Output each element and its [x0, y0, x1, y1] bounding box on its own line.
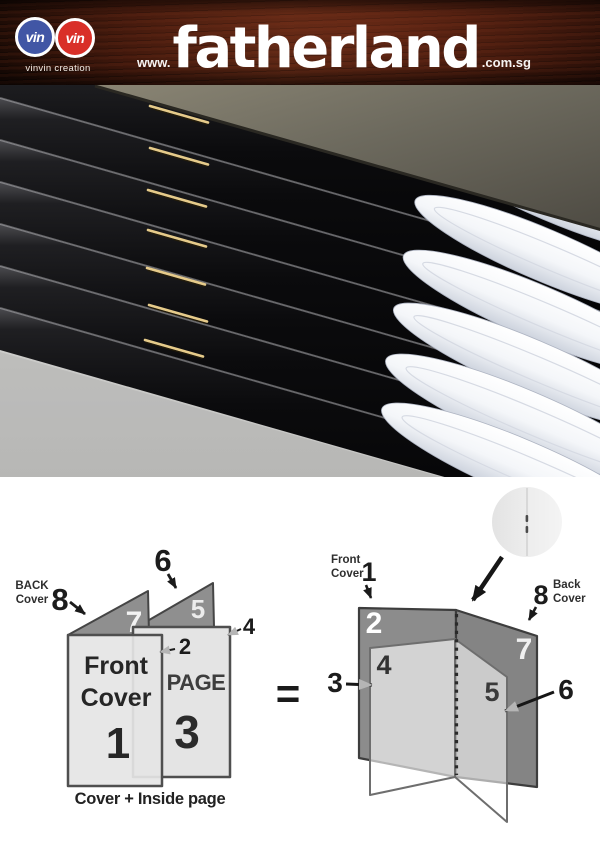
page4-callout: 4 — [243, 614, 256, 639]
page6-callout: 6 — [154, 543, 171, 578]
url-name: fatherland — [172, 16, 481, 81]
diagram-folded-view: 7 5 PAGE 3 Front Cover 1 6 BACK Cover 8 … — [15, 543, 255, 808]
folding-diagram: 7 5 PAGE 3 Front Cover 1 6 BACK Cover 8 … — [15, 487, 586, 823]
open-page2-number: 2 — [366, 607, 383, 640]
vin-circle-red: vin — [55, 18, 95, 58]
open-front-cover-label-line1: Front — [331, 554, 361, 566]
open-back-cover-label-line1: Back — [553, 579, 581, 591]
staple-icon — [148, 104, 210, 126]
vin-circle-blue: vin — [15, 17, 55, 57]
staple-icon — [146, 188, 208, 209]
page6-arrow — [166, 573, 178, 589]
vin-circle-blue-text: vin — [25, 29, 45, 45]
open-page3-callout: 3 — [327, 667, 343, 698]
front-cover-sheet — [66, 633, 164, 788]
top-cover-fold-edge — [94, 84, 600, 231]
front-cover-text-line1: Front — [84, 652, 149, 680]
page8-arrow — [69, 600, 86, 616]
page2-arrow — [159, 645, 176, 655]
open-page8-arrow — [527, 606, 538, 621]
page4-arrow — [227, 626, 242, 636]
open-page8-callout: 8 — [533, 580, 548, 610]
staple-icon — [145, 266, 207, 287]
stack-shadow — [0, 352, 440, 477]
open-inner-page-right — [454, 638, 508, 823]
page-label: PAGE — [167, 670, 226, 695]
booklet-stack-photo — [0, 56, 600, 532]
open-page1-callout: 1 — [361, 557, 376, 587]
staples — [143, 104, 210, 359]
url-suffix: .com.sg — [481, 55, 531, 70]
open-front-cover-label-line2: Cover — [331, 568, 364, 580]
page2-callout: 2 — [179, 634, 191, 659]
back-cover-label-line1: BACK — [15, 580, 49, 592]
equals-sign: = — [276, 670, 301, 717]
staple-icon — [148, 146, 210, 167]
vin-circle-red-text: vin — [65, 30, 85, 46]
page1-number: 1 — [106, 719, 130, 768]
page5-number: 5 — [191, 594, 205, 624]
booklet-spine — [0, 140, 600, 354]
staple-detail-staple-icon — [525, 515, 529, 522]
logo-tagline: vinvin creation — [25, 63, 91, 74]
open-page6-callout: 6 — [558, 674, 574, 705]
page8-callout: 8 — [51, 582, 68, 617]
staple-detail-arrow — [471, 555, 504, 602]
front-cover-text-line2: Cover — [81, 684, 152, 712]
open-page4-number: 4 — [376, 650, 391, 680]
staple-icon — [146, 228, 208, 249]
staple-icon — [147, 303, 209, 324]
folded-view-caption: Cover + Inside page — [75, 790, 226, 808]
open-back-cover-label-line2: Cover — [553, 593, 586, 605]
open-page7-number: 7 — [516, 633, 533, 666]
open-page3-arrow — [345, 679, 373, 690]
open-page1-arrow — [363, 584, 373, 599]
site-header: vin vin vinvin creation www. fatherland … — [0, 0, 600, 85]
url-prefix: www. — [137, 55, 171, 70]
open-page6-arrow — [504, 690, 555, 713]
page3-number: 3 — [174, 706, 200, 758]
open-page5-number: 5 — [484, 677, 499, 707]
back-cover-label-line2: Cover — [16, 594, 49, 606]
staple-icon — [143, 338, 205, 359]
diagram-open-view: 2 7 4 5 Front Cover 1 Back Cover 8 3 6 — [327, 487, 586, 823]
staple-detail-staple-icon — [525, 526, 529, 533]
site-url: www. fatherland .com.sg — [137, 21, 531, 77]
booklet-spine — [0, 308, 600, 522]
